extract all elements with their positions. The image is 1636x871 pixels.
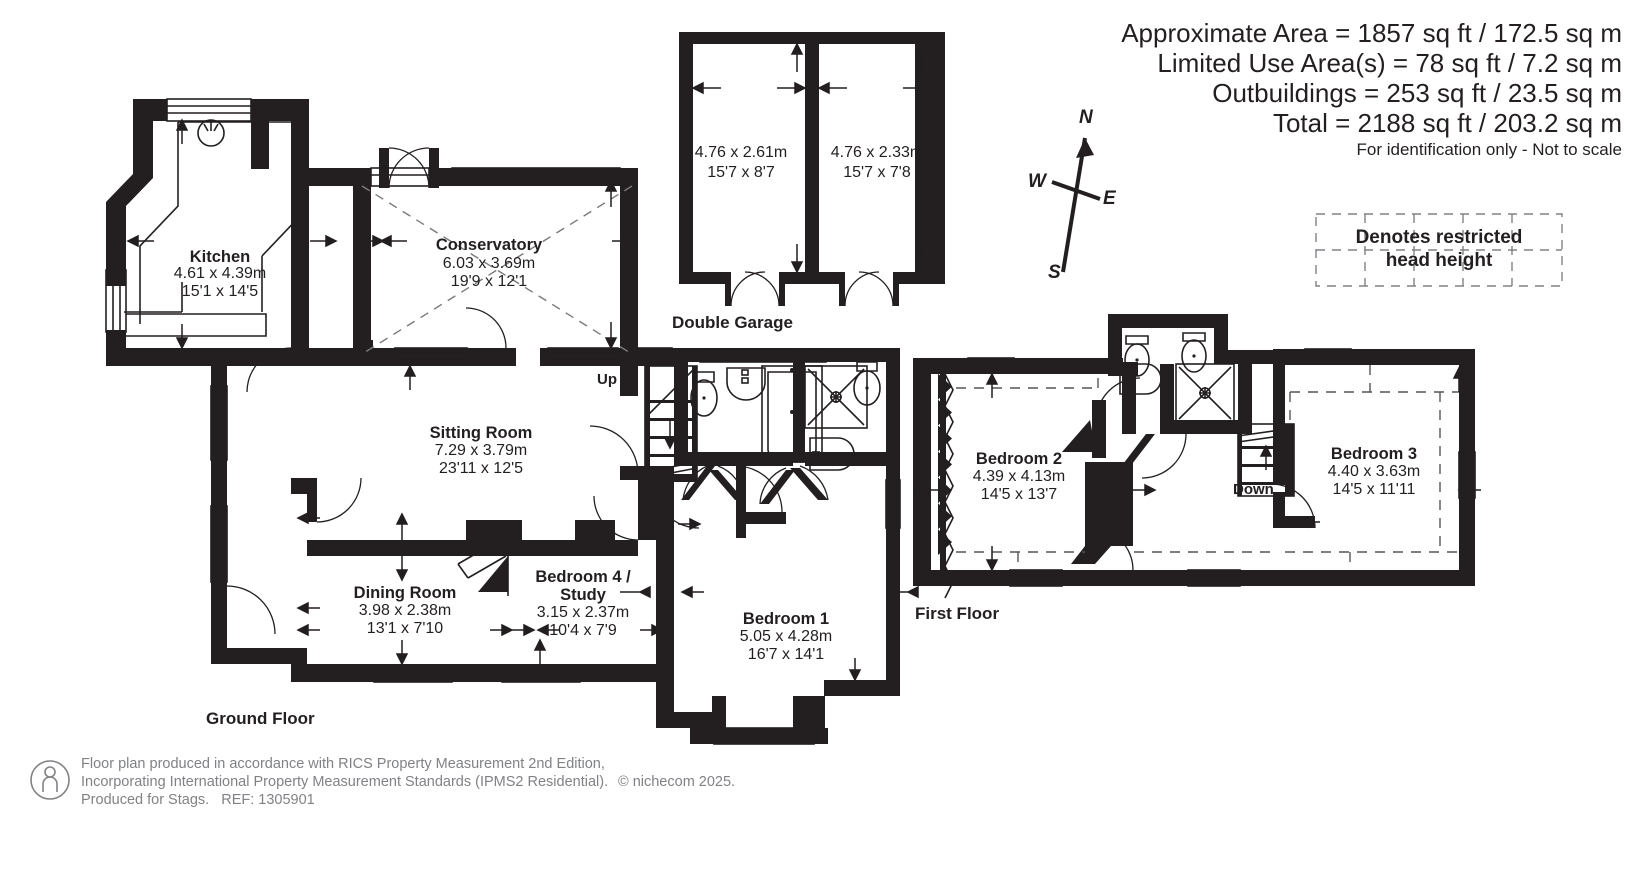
room-imperial-kitchen: 15'1 x 14'5: [181, 283, 259, 300]
area-line-approximate: Approximate Area = 1857 sq ft / 172.5 sq…: [1121, 18, 1622, 48]
room-metric-bedroom3: 4.40 x 3.63m: [1327, 463, 1421, 480]
room-imperial-bedroom3: 14'5 x 11'11: [1332, 481, 1416, 498]
area-line-outbuildings: Outbuildings = 253 sq ft / 23.5 sq m: [1212, 78, 1622, 108]
area-summary: Approximate Area = 1857 sq ft / 172.5 sq…: [1121, 18, 1622, 138]
room-imperial-bedroom2: 14'5 x 13'7: [980, 486, 1058, 503]
garage-bay1-metric: 4.76 x 2.61m: [694, 144, 788, 161]
floor-label-first: First Floor: [915, 604, 1000, 623]
double-garage-outline: [679, 32, 945, 307]
footer-line-2: Incorporating International Property Mea…: [81, 774, 609, 790]
room-imperial-sitting-room: 23'11 x 12'5: [438, 460, 524, 477]
compass-north-label: N: [1079, 107, 1093, 128]
garage-bay2-imperial: 15'7 x 7'8: [843, 164, 911, 181]
room-label-sitting-room: Sitting Room: [429, 424, 533, 442]
room-label-conservatory: Conservatory: [435, 236, 543, 254]
room-metric-bedroom2: 4.39 x 4.13m: [972, 468, 1066, 485]
legend-line-1: Denotes restricted: [1355, 227, 1523, 248]
room-label-bedroom1: Bedroom 1: [742, 610, 830, 628]
ground-floor-outline: [105, 98, 919, 745]
room-metric-sitting-room: 7.29 x 3.79m: [434, 442, 528, 459]
garage-bay2-metric: 4.76 x 2.33m: [830, 144, 924, 161]
room-label-bedroom4-study: Study: [560, 586, 606, 604]
footer-copyright: © nichecom 2025.: [618, 774, 736, 790]
compass-west-label: W: [1028, 171, 1046, 192]
room-imperial-conservatory: 19'9 x 12'1: [450, 273, 528, 290]
footer-line-3: Produced for Stags. REF: 1305901: [81, 792, 315, 808]
garage-bay1-imperial: 15'7 x 8'7: [707, 164, 775, 181]
disclaimer-text: For identification only - Not to scale: [1356, 140, 1622, 159]
restricted-head-height-box: [1315, 213, 1563, 287]
legend-line-2: head height: [1385, 250, 1493, 271]
compass-rose: [1051, 137, 1101, 273]
area-line-total: Total = 2188 sq ft / 203.2 sq m: [1272, 108, 1622, 138]
first-floor-outline: [913, 314, 1481, 599]
room-metric-bedroom4: 3.15 x 2.37m: [536, 604, 630, 621]
compass-south-label: S: [1048, 262, 1061, 283]
room-label-bedroom2: Bedroom 2: [975, 450, 1063, 468]
room-metric-kitchen: 4.61 x 4.39m: [173, 265, 267, 282]
floor-label-ground: Ground Floor: [206, 709, 315, 728]
room-metric-dining-room: 3.98 x 2.38m: [358, 602, 452, 619]
room-label-bedroom3: Bedroom 3: [1330, 445, 1418, 463]
floor-label-double-garage: Double Garage: [672, 313, 793, 332]
stair-label-down: Down: [1233, 481, 1274, 498]
restricted-head-height-legend: Denotes restricted head height: [1316, 226, 1562, 272]
person-icon: [30, 760, 70, 800]
room-metric-conservatory: 6.03 x 3.69m: [442, 255, 536, 272]
compass-east-label: E: [1103, 188, 1116, 209]
room-imperial-dining-room: 13'1 x 7'10: [366, 620, 444, 637]
footer-line-1: Floor plan produced in accordance with R…: [81, 756, 605, 772]
area-line-limited-use: Limited Use Area(s) = 78 sq ft / 7.2 sq …: [1157, 48, 1622, 78]
room-imperial-bedroom4: 10'4 x 7'9: [549, 622, 617, 639]
room-label-bedroom4: Bedroom 4 /: [535, 568, 631, 586]
stair-label-up: Up: [597, 371, 617, 388]
room-label-dining-room: Dining Room: [353, 584, 457, 602]
room-imperial-bedroom1: 16'7 x 14'1: [747, 646, 825, 663]
room-label-kitchen: Kitchen: [189, 248, 251, 266]
room-metric-bedroom1: 5.05 x 4.28m: [739, 628, 833, 645]
